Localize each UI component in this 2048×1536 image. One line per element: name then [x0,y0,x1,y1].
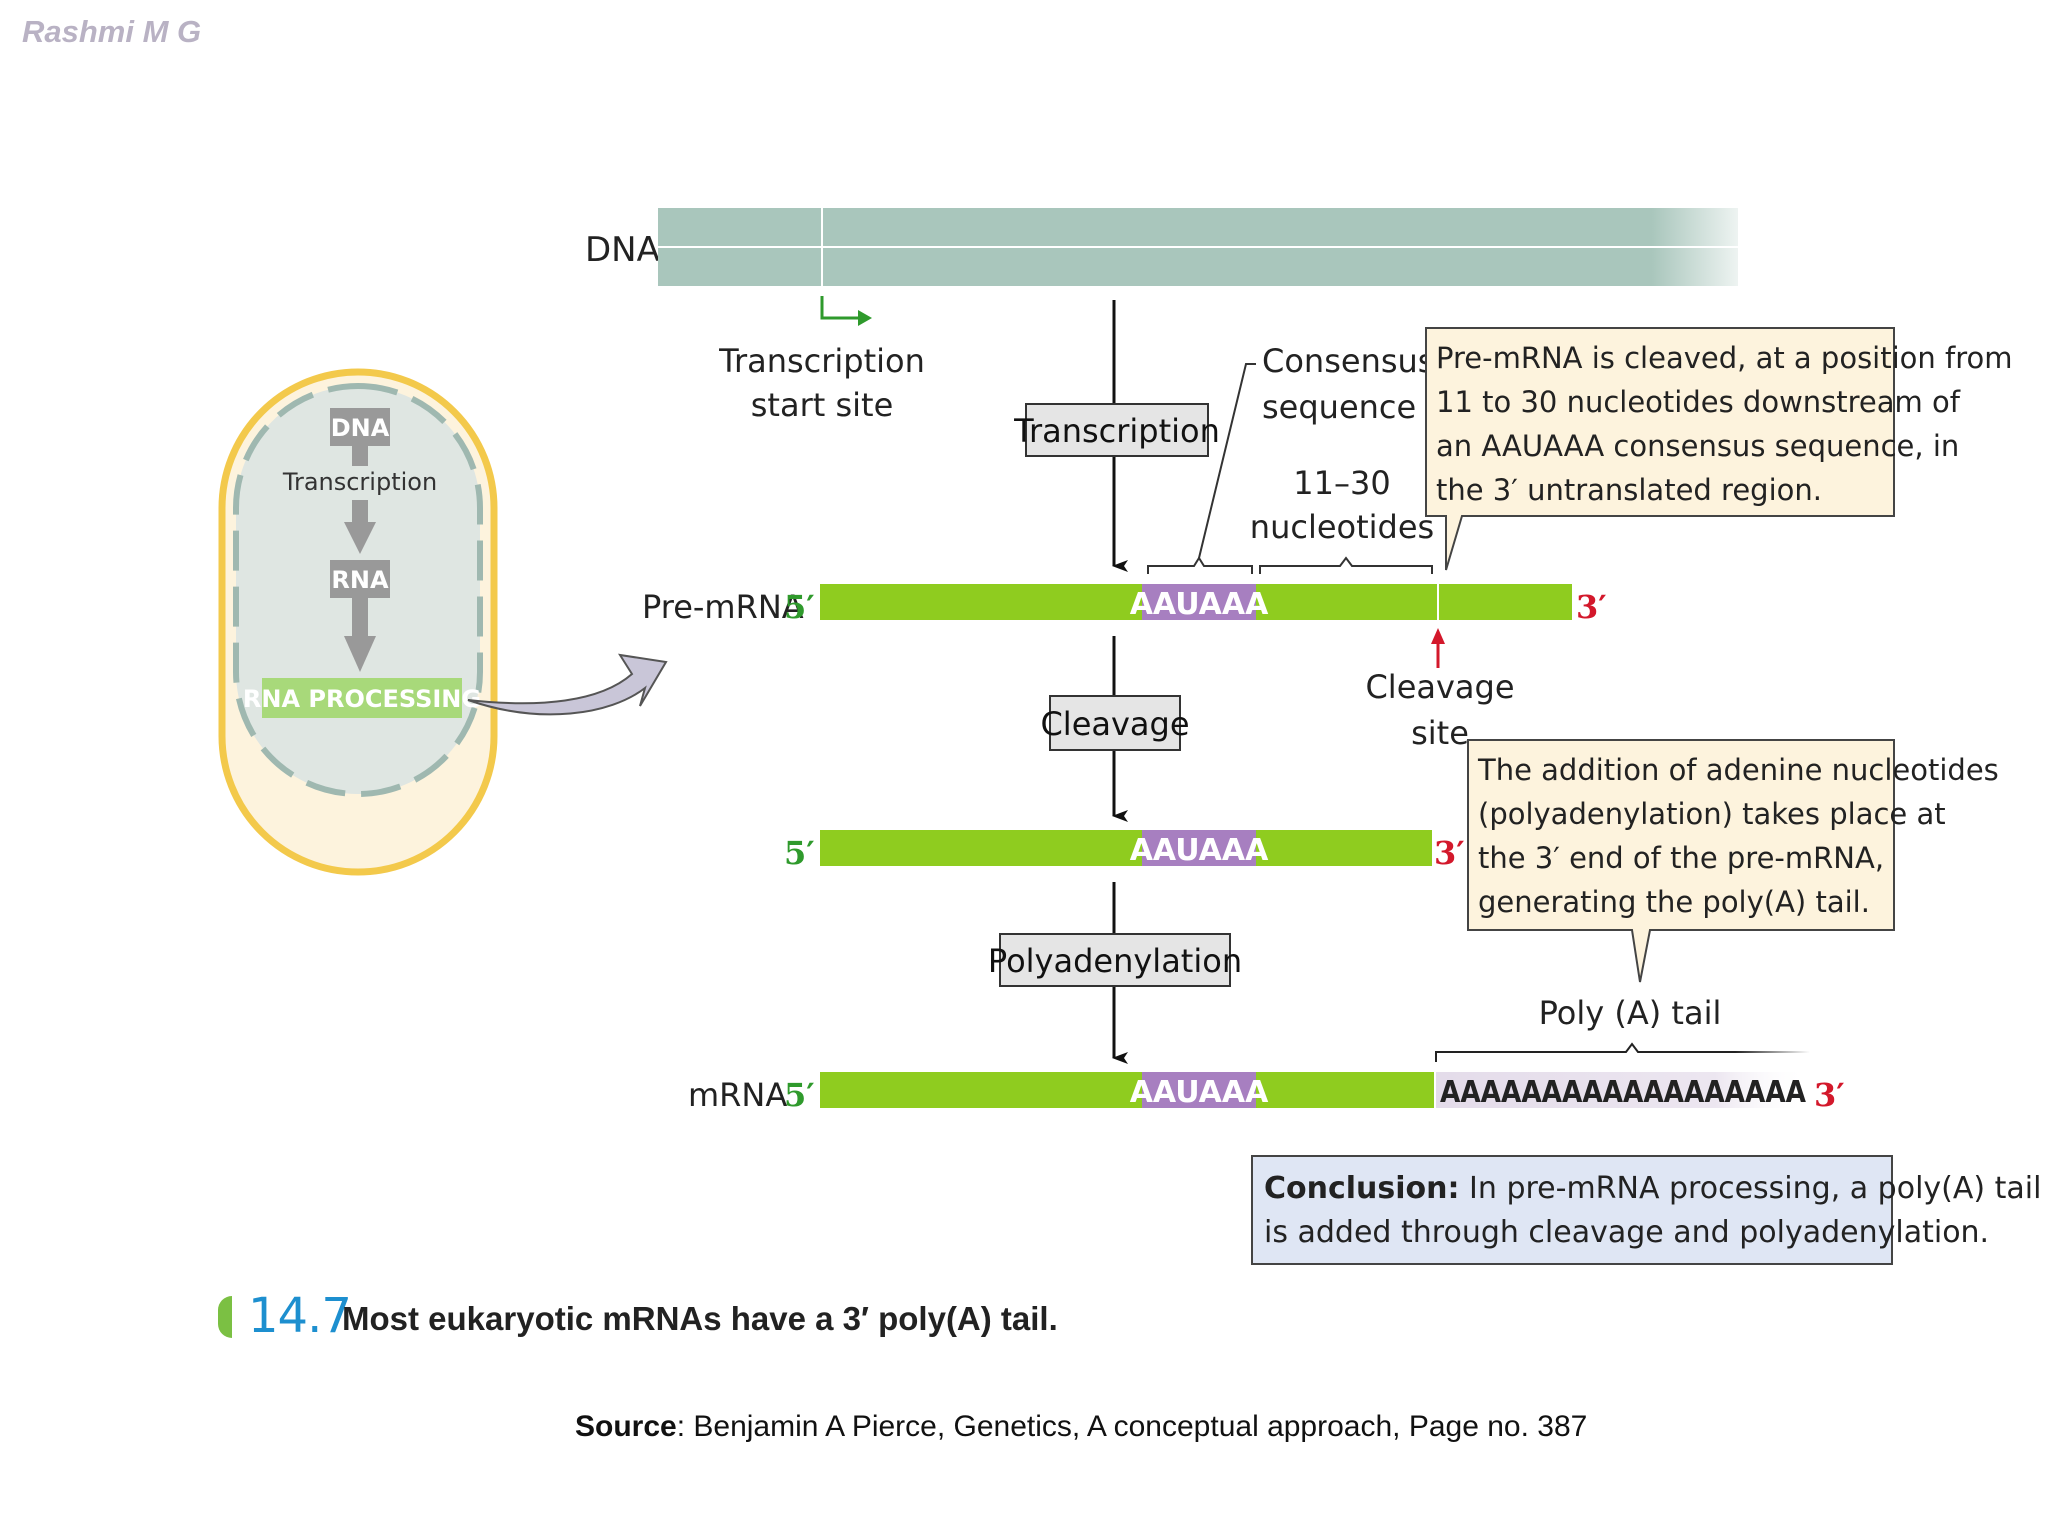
conclusion-box: Conclusion: In pre-mRNA processing, a po… [1251,1155,2041,1265]
mrna-5prime: 5′ [784,1076,815,1114]
polyadenylation-callout-line-2: (polyadenylation) takes place at [1478,797,1946,831]
nucleotide-brace [1259,556,1433,574]
cleavage-callout-line-3: an AAUAAA consensus sequence, in [1436,429,1959,463]
tss-arrowhead [858,310,872,326]
cleavage-step-box [1049,695,1181,751]
dna-label: DNA [585,230,660,270]
cleaved-3prime: 3′ [1434,834,1465,872]
polya-tail-sequence: AAAAAAAAAAAAAAAAAA [1440,1075,1806,1110]
tss-label-2: start site [751,386,894,424]
source-text: : Benjamin A Pierce, Genetics, A concept… [676,1410,1588,1443]
figure-title: Most eukaryotic mRNAs have a 3′ poly(A) … [342,1300,1058,1337]
polyadenylation-step-label: Polyadenylation [988,942,1242,980]
cell-inset: DNA Transcription RNA RNA PROCESSING [218,368,668,876]
conclusion-heading: Conclusion: [1264,1171,1460,1206]
inset-processing-box [262,678,462,718]
conclusion-line-1: Conclusion: In pre-mRNA processing, a po… [1264,1171,2041,1206]
inset-processing-label: RNA PROCESSING [243,685,481,713]
conclusion-line-1-text: In pre-mRNA processing, a poly(A) tail [1460,1171,2042,1206]
conclusion-box-bg [1251,1155,1893,1265]
inset-dna-label: DNA [331,414,390,442]
cleaved-5prime: 5′ [784,834,815,872]
cleaved-strand [820,830,1432,866]
polyadenylation-callout-bubble [1467,739,1895,983]
inset-pointer-arrow [467,653,668,716]
cleavage-site-label-1: Cleavage [1365,668,1514,706]
inset-arrowhead-2 [344,636,376,672]
conclusion-line-2: is added through cleavage and polyadenyl… [1264,1215,1989,1250]
cleavage-step-label: Cleavage [1040,705,1189,743]
caption-marker [218,1296,232,1338]
source-citation: Source: Benjamin A Pierce, Genetics, A c… [575,1410,1587,1444]
consensus-label-1: Consensus [1262,342,1434,380]
inset-stem-1 [352,446,368,466]
mrna-aauaaa-box [1142,1072,1256,1108]
mrna-label: mRNA [688,1076,787,1114]
mrna-strand [820,1072,1434,1108]
inset-stem-3 [352,598,368,638]
polya-tail-brace [1435,1042,1810,1062]
cleaved-aauaaa-box [1142,830,1256,866]
consensus-pointer [1198,363,1256,559]
pre-mrna-aauaaa: AAUAAA [1130,587,1269,622]
cleavage-callout-line-2: 11 to 30 nucleotides downstream of [1436,385,1961,419]
source-label: Source [575,1410,677,1443]
author-name: Rashmi M G [22,14,202,49]
polyadenylation-callout: The addition of adenine nucleotides (pol… [1467,739,1999,983]
tss-arrow-icon [820,296,862,320]
cleavage-callout-line-1: Pre-mRNA is cleaved, at a position from [1436,341,2013,375]
mrna-3prime: 3′ [1814,1076,1845,1114]
transcription-step-label: Transcription [1013,412,1220,450]
inset-transcription-label: Transcription [282,468,437,496]
cleavage-callout-line-4: the 3′ untranslated region. [1436,473,1822,507]
cleavage-callout: Pre-mRNA is cleaved, at a position from … [1425,327,2013,571]
inset-stem-2 [352,500,368,524]
tss-label-1: Transcription [718,342,925,380]
inset-arrowhead-1 [344,522,376,554]
inset-rna-box [330,560,390,598]
consensus-brace [1147,556,1253,574]
nucleotide-label-2: nucleotides [1250,508,1434,546]
polyadenylation-callout-line-3: the 3′ end of the pre-mRNA, [1478,841,1884,875]
cleavage-site-label-2: site [1411,714,1469,752]
cleavage-site-arrowhead [1431,628,1445,644]
mrna-aauaaa: AAUAAA [1130,1075,1269,1110]
transcription-step-box [1025,403,1209,457]
cleaved-aauaaa: AAUAAA [1130,833,1269,868]
polyadenylation-step-box [999,933,1231,987]
cleavage-callout-bubble [1425,327,1895,571]
consensus-label-2: sequence [1262,388,1416,426]
pre-mrna-aauaaa-box [1142,584,1256,620]
polyadenylation-callout-line-1: The addition of adenine nucleotides [1477,753,1999,787]
pre-mrna-label: Pre-mRNA [642,588,804,626]
polyadenylation-callout-line-4: generating the poly(A) tail. [1478,885,1870,919]
figure-number: 14.7 [248,1288,352,1344]
pre-mrna-5prime: 5′ [784,588,815,626]
inset-rna-label: RNA [331,566,389,594]
pre-mrna-3prime: 3′ [1576,588,1607,626]
polya-tail-label: Poly (A) tail [1539,994,1722,1032]
polya-tail-box [1436,1072,1808,1108]
inset-dna-box [330,408,390,446]
nucleotide-label-1: 11–30 [1293,464,1390,502]
